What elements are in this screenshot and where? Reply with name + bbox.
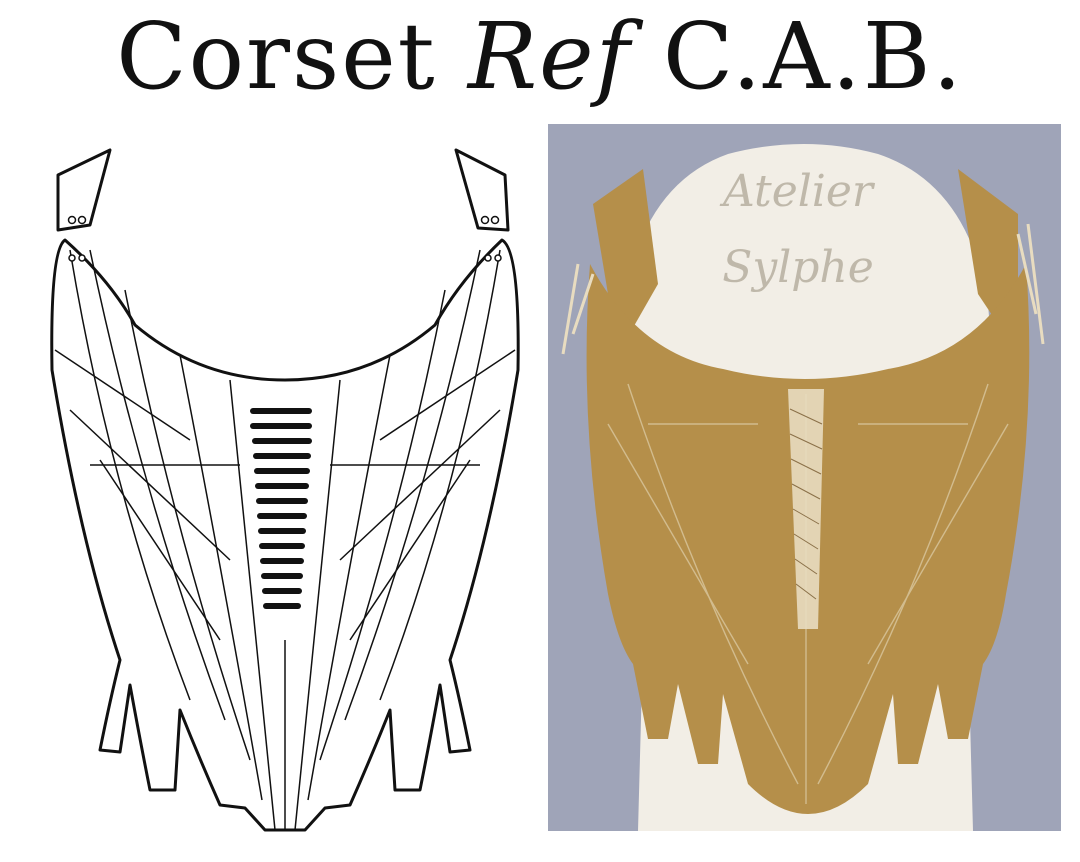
watermark-line-2: Sylphe bbox=[722, 242, 874, 293]
left-shoulder-strap bbox=[56, 148, 112, 232]
title-code: C.A.B. bbox=[662, 3, 964, 110]
right-shoulder-strap bbox=[454, 148, 510, 232]
page-title: Corset Ref C.A.B. bbox=[0, 2, 1080, 112]
watermark-line-1: Atelier bbox=[723, 166, 873, 217]
corset-photo: Atelier Sylphe bbox=[548, 124, 1061, 831]
title-ref: Ref bbox=[467, 3, 632, 110]
title-prefix: Corset bbox=[116, 3, 437, 110]
corset-line-drawing bbox=[50, 148, 520, 832]
corset-outline bbox=[50, 238, 520, 832]
